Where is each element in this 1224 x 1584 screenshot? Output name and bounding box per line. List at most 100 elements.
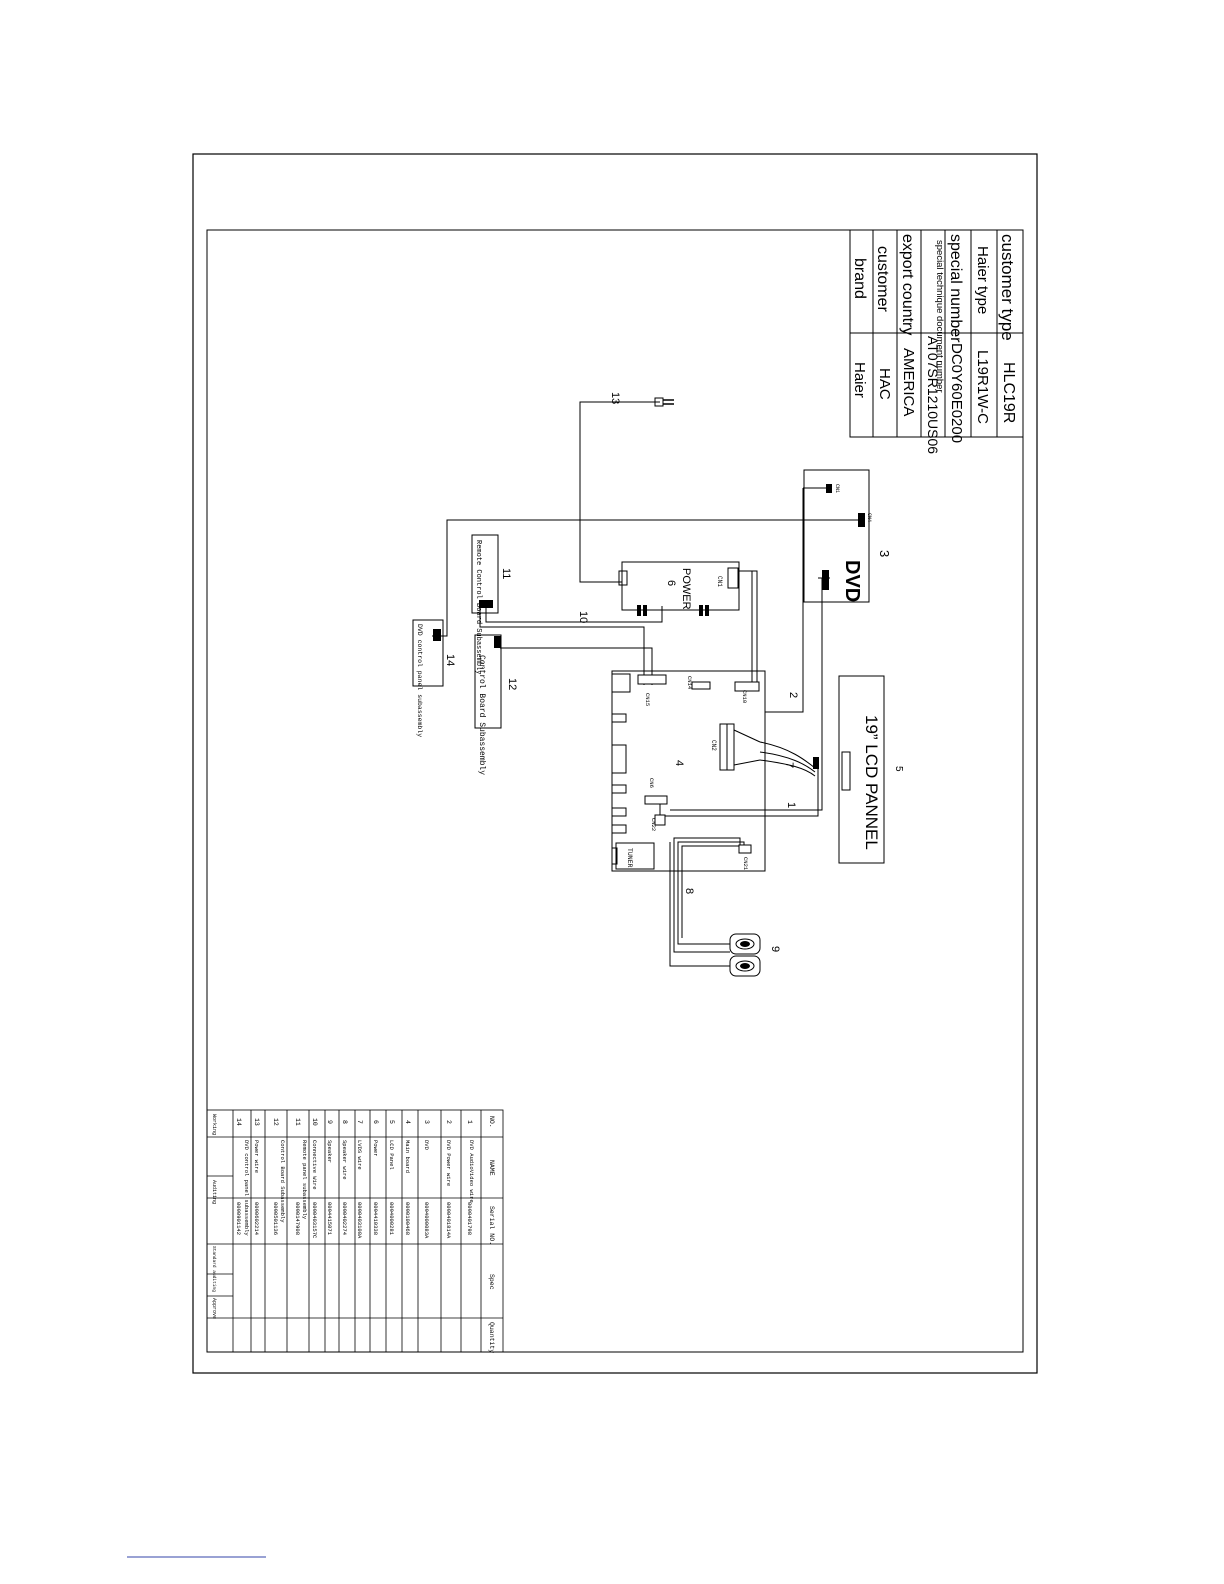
main-board-number: 4 bbox=[673, 760, 685, 766]
bom-cell: 14 bbox=[235, 1118, 242, 1126]
bom-cell: 12 bbox=[272, 1118, 279, 1126]
lcd-number: 5 bbox=[893, 766, 904, 772]
bom-row: 13 Power wire 0090602214 bbox=[253, 1118, 260, 1236]
info-label-haier-type: Haier type bbox=[974, 246, 991, 314]
bom-row: 2 DVD Power wire 0090401814A bbox=[445, 1120, 452, 1239]
remote-board-label: Remote Control Board Subassembly bbox=[474, 540, 482, 674]
remote-board-number: 11 bbox=[500, 568, 512, 579]
bom-cell: 13 bbox=[253, 1118, 260, 1126]
bom-cell: Control Board Subassembly bbox=[279, 1140, 286, 1223]
tuner-label: TUNER bbox=[626, 848, 633, 868]
bom-cell: 0090100468 bbox=[404, 1202, 411, 1235]
bom-cell: 6 bbox=[372, 1120, 379, 1124]
bom-cell: Remote panel subassembly bbox=[301, 1140, 308, 1220]
lvds-wire bbox=[759, 741, 816, 769]
bom-cell: DVD Power wire bbox=[445, 1140, 452, 1186]
bom-cell: DVD control panel subassembly bbox=[243, 1140, 250, 1236]
dvd-control-panel: DVD control panel subassembly 14 bbox=[412, 619, 456, 737]
bom-footer-approve: Approve bbox=[211, 1298, 217, 1319]
bom-row: 6 Power 0094410338 bbox=[372, 1120, 379, 1235]
control-board-label: Control Board Subassembly bbox=[477, 655, 486, 775]
inner-frame bbox=[206, 229, 1024, 1353]
bom-row: 9 Speaker 0094415071 bbox=[326, 1120, 333, 1236]
power-unit: POWER 6 CN1 bbox=[618, 561, 740, 616]
lcd-panel: 19” LCD PANNEL 5 bbox=[813, 675, 904, 864]
wire-label-13: 13 bbox=[609, 392, 621, 404]
bom-cell: DVD AudioVideo wire bbox=[468, 1140, 475, 1203]
bom-cell: 4 bbox=[404, 1120, 411, 1124]
main-connector-cn15: CN15 bbox=[644, 693, 651, 706]
bom-cell: DVD bbox=[423, 1140, 430, 1151]
control-board-wire bbox=[500, 647, 653, 685]
main-connector-cn14: CN14 bbox=[686, 676, 693, 690]
bom-cell: 0090403157C bbox=[311, 1202, 318, 1239]
info-value-customer-type: HLC19R bbox=[1000, 362, 1017, 423]
bom-row: 7 LVDS wire 0090403108A bbox=[356, 1120, 363, 1239]
bom-cell: 1 bbox=[466, 1120, 473, 1124]
bom-footer-working: Working bbox=[211, 1114, 217, 1135]
bom-footer-standard: Standard auditing bbox=[211, 1246, 217, 1292]
bom-row: 8 Speaker wire 0090402274 bbox=[341, 1120, 348, 1236]
info-label-customer-type: customer type bbox=[998, 234, 1017, 341]
info-block: customer type HLC19R Haier type L19R1W-C… bbox=[849, 229, 1024, 454]
outer-frame bbox=[192, 153, 1038, 1374]
dvd-label: DVD bbox=[841, 560, 863, 602]
dvd-unit: DVD 3 CN1 CN4 bbox=[803, 469, 892, 603]
bom-cell: 0090402274 bbox=[341, 1202, 348, 1236]
speaker-number: 9 bbox=[769, 946, 781, 952]
info-value-customer: HAC bbox=[876, 368, 893, 400]
power-label: POWER bbox=[680, 568, 692, 610]
bom-cell: 11 bbox=[294, 1118, 301, 1126]
bom-cell: 0090602214 bbox=[253, 1202, 260, 1236]
power-cord-wire bbox=[579, 401, 660, 583]
bom-header-name: NAME bbox=[488, 1160, 495, 1176]
bom-cell: 0094000281 bbox=[388, 1202, 395, 1236]
wire-label-7: 7 bbox=[783, 762, 795, 768]
bom-cell: 9 bbox=[326, 1120, 333, 1124]
dvd-panel-number: 14 bbox=[444, 654, 456, 666]
bom-cell: 0090901142 bbox=[235, 1202, 242, 1235]
bom-row: 12 Control Board Subassembly 0090501136 bbox=[272, 1118, 286, 1235]
bom-header-spec: Spec bbox=[488, 1274, 495, 1290]
bom-header-no: NO. bbox=[488, 1116, 495, 1128]
connective-wire bbox=[485, 606, 663, 623]
speakers: 9 bbox=[729, 933, 781, 977]
main-connector-cn6: CN6 bbox=[648, 778, 655, 788]
bom-cell: Power bbox=[372, 1140, 379, 1157]
wire-label-1: 1 bbox=[785, 802, 797, 808]
wire-label-8: 8 bbox=[683, 888, 695, 894]
info-label-export-country: export country bbox=[899, 234, 916, 335]
bom-cell: 0094000083A bbox=[423, 1202, 430, 1239]
bom-cell: 0094415071 bbox=[326, 1202, 333, 1236]
info-value-special-number: DC0Y60E0200 bbox=[948, 343, 965, 443]
info-label-brand: brand bbox=[851, 258, 868, 299]
info-label-customer: customer bbox=[874, 246, 891, 312]
bom-cell: Connective Wire bbox=[311, 1140, 318, 1190]
info-value-export-country: AMERICA bbox=[900, 348, 917, 416]
info-value-special-technique: AT07SR1210US06 bbox=[925, 336, 941, 454]
bom-cell: LVDS wire bbox=[356, 1140, 363, 1170]
bom-row: 3 DVD 0094000083A bbox=[423, 1120, 430, 1239]
bom-cell: 0090401798 bbox=[466, 1202, 473, 1235]
main-connector-cn2: CN2 bbox=[710, 740, 717, 751]
bom-header-quantity: Quantity bbox=[488, 1322, 495, 1353]
main-connector-cn22: CN22 bbox=[650, 818, 657, 831]
bom-cell: 0090401814A bbox=[445, 1202, 452, 1239]
main-connector-cn21: CN21 bbox=[742, 857, 749, 871]
bom-row: 10 Connective Wire 0090403157C bbox=[311, 1118, 318, 1239]
info-label-special-technique: special technique document number bbox=[934, 240, 945, 393]
main-board: 4 CN15 CN14 CN10 CN2 CN6 CN22 CN21 TUNER bbox=[611, 670, 766, 872]
bom-cell: 0090403108A bbox=[356, 1202, 363, 1239]
bom-cell: 0090147908 bbox=[294, 1202, 301, 1235]
bom-cell: Main board bbox=[404, 1140, 411, 1173]
bom-cell: Speaker bbox=[326, 1140, 333, 1163]
bom-row: 1 DVD AudioVideo wire 0090401798 bbox=[466, 1120, 475, 1235]
bom-cell: LCD Panel bbox=[388, 1140, 395, 1170]
bom-row: 14 DVD control panel subassembly 0090901… bbox=[235, 1118, 250, 1236]
bom-cell: 2 bbox=[445, 1120, 452, 1124]
dvd-connector-cn4: CN4 bbox=[866, 513, 872, 522]
info-value-brand: Haier bbox=[851, 362, 868, 398]
info-value-haier-type: L19R1W-C bbox=[974, 350, 991, 424]
bom-cell: 0094410338 bbox=[372, 1202, 379, 1235]
